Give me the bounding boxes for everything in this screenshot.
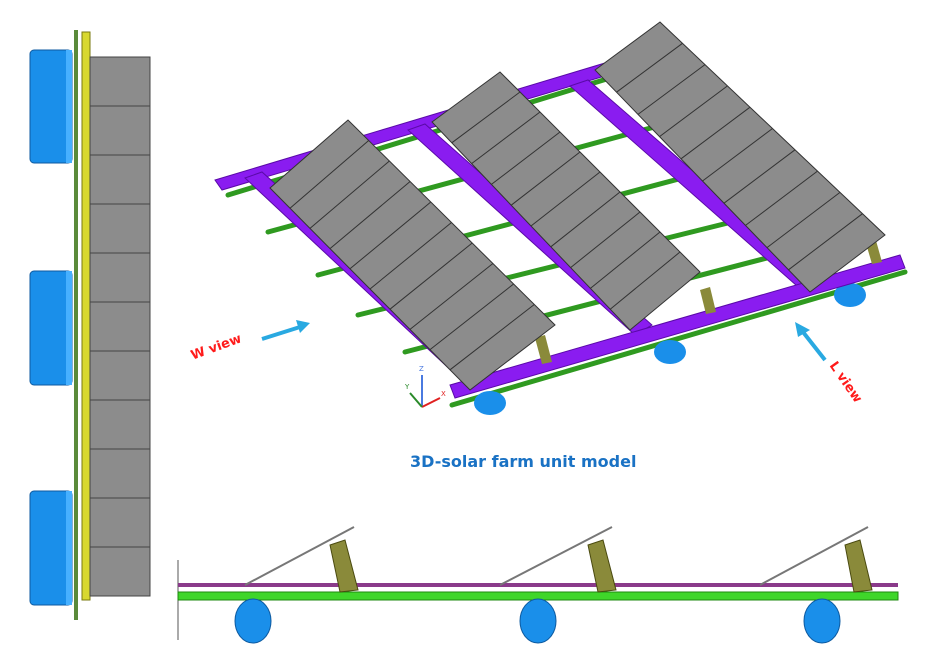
w-view-arrow [261, 325, 301, 341]
panel-divider [788, 213, 863, 271]
panel-segment [89, 399, 151, 450]
panel-segment [89, 154, 151, 205]
panel-divider [550, 191, 621, 248]
panel-segment [89, 497, 151, 548]
panel-divider [570, 211, 641, 268]
axis-y-label: Y [404, 383, 410, 391]
side-floats [234, 598, 841, 644]
3d-floats [474, 283, 866, 415]
panel-divider [309, 160, 390, 229]
l-side-view [177, 526, 899, 644]
panel-segment [89, 350, 151, 401]
panel-divider [449, 304, 535, 371]
panel-divider [590, 231, 661, 289]
panel-divider [289, 140, 370, 209]
panel-divider [723, 149, 796, 204]
panel-segment [89, 56, 151, 107]
panel-divider [369, 222, 452, 290]
panel-divider [616, 42, 683, 93]
axis-triad: Z X Y [404, 365, 446, 408]
panel-divider [766, 192, 841, 248]
3d-model: Z X Y [214, 21, 908, 415]
panel-segment [89, 448, 151, 499]
axis-x-label: X [441, 390, 446, 398]
solar-panel [431, 71, 701, 331]
panel-divider [389, 242, 473, 310]
panel-divider [491, 131, 561, 185]
axis-z-label: Z [419, 365, 424, 373]
l-view-arrow [801, 330, 827, 362]
side-supports [329, 539, 873, 593]
l-view-arrowhead [795, 322, 810, 337]
panel-divider [471, 111, 541, 164]
panel-divider [349, 201, 432, 270]
panel-divider [530, 171, 601, 227]
panel-divider [637, 64, 706, 115]
panel-segment [89, 301, 151, 352]
diagram-title: 3D-solar farm unit model [410, 452, 637, 471]
side-panels [244, 526, 869, 586]
3d-panels [269, 21, 886, 391]
panel-segment [89, 252, 151, 303]
panel-divider [745, 170, 818, 226]
panel-divider [510, 151, 581, 206]
panel-divider [329, 181, 411, 249]
panel-divider [451, 91, 521, 144]
panel-divider [609, 251, 681, 310]
panel-divider [702, 128, 773, 182]
panel-divider [659, 85, 728, 138]
w-side-view [29, 30, 151, 620]
panel-divider [680, 106, 751, 160]
panel-divider [409, 263, 494, 330]
float-top [29, 49, 73, 164]
panel-segment [89, 546, 151, 597]
panel-divider [429, 283, 514, 350]
side-panel-column [89, 56, 151, 597]
solar-panel [269, 119, 556, 391]
panel-segment [89, 203, 151, 254]
view-arrows [261, 320, 827, 362]
float-middle [29, 270, 73, 386]
panel-segment [89, 105, 151, 156]
solar-panel [594, 21, 886, 293]
float-bottom [29, 490, 73, 606]
w-view-arrowhead [296, 320, 310, 333]
